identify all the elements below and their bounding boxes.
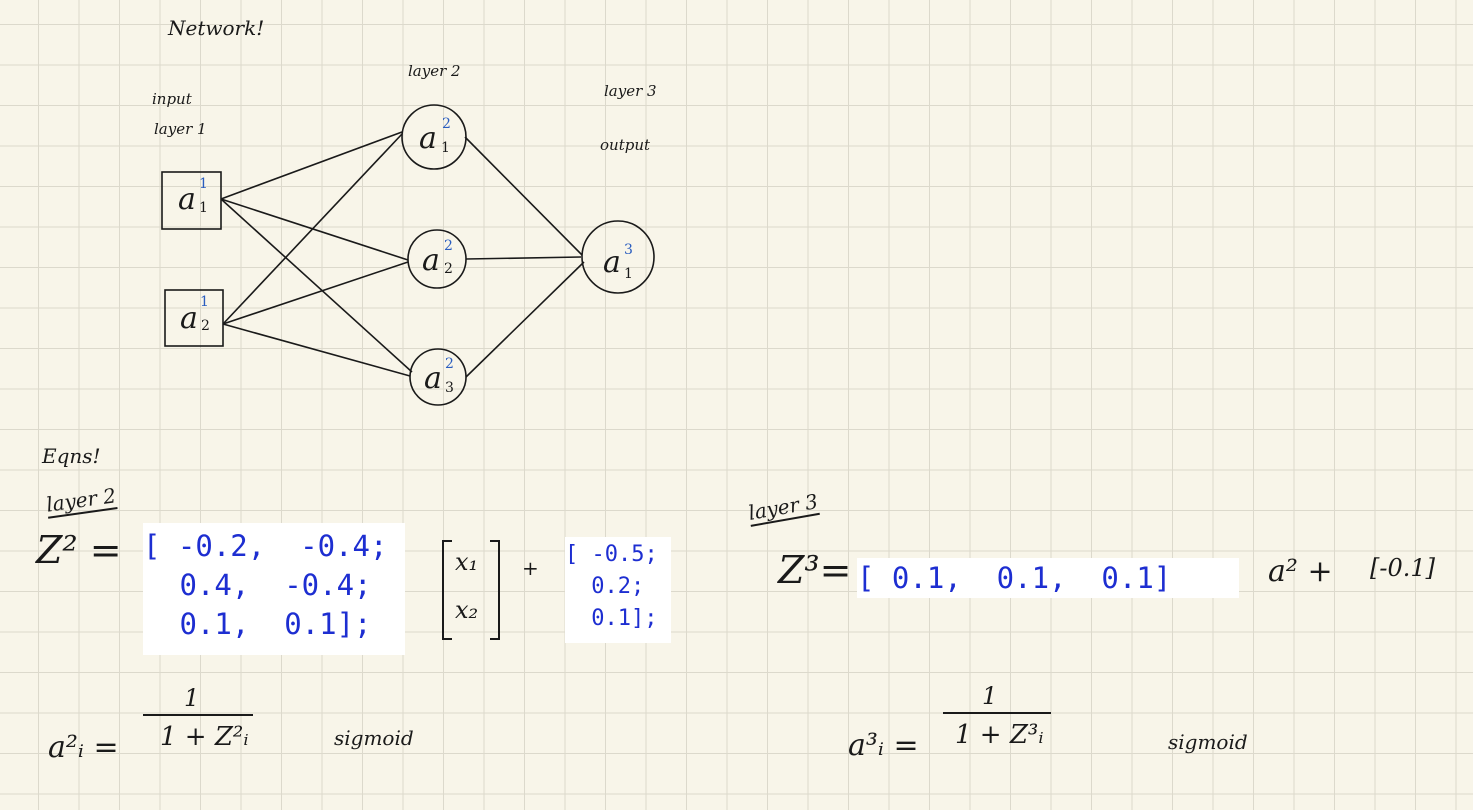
input-node-2-label: a (180, 301, 198, 336)
hidden-node-1-label: a (419, 121, 437, 156)
edge-in2-h2 (222, 261, 409, 325)
sig2-denominator: 1 + Z²ᵢ (160, 722, 249, 752)
b2-row-1: [ -0.5; (565, 542, 658, 567)
edge-in1-h1 (220, 131, 403, 200)
w3-row: [ 0.1, 0.1, 0.1] (857, 561, 1172, 595)
w2-matrix: [ -0.2, -0.4; 0.4, -0.4; 0.1, 0.1]; (143, 523, 405, 655)
hidden-node-3 (409, 348, 467, 406)
sig3-lhs: a³ᵢ = (848, 728, 919, 763)
edge-h3-out (465, 261, 585, 378)
hidden-node-3-sub: 3 (445, 380, 454, 396)
sig2-numerator: 1 (184, 684, 200, 712)
hidden-node-1 (401, 104, 467, 170)
input-node-1-sub: 1 (199, 200, 208, 216)
sig3-denominator: 1 + Z³ᵢ (955, 720, 1044, 750)
sig3-fraction-bar (943, 712, 1051, 714)
b2-vector: [ -0.5; 0.2; 0.1]; (565, 537, 671, 643)
b2-row-2: 0.2; (578, 574, 645, 599)
sig2-lhs: a²ᵢ = (48, 730, 119, 765)
hidden-node-2-label: a (422, 243, 440, 278)
w2-row-1: [ -0.2, -0.4; (143, 529, 388, 563)
sig3-numerator: 1 (982, 682, 998, 710)
output-node-label: a (603, 245, 621, 280)
input-node-2 (164, 289, 224, 347)
hidden-node-2-sub: 2 (444, 261, 453, 277)
input-node-1-sup: 1 (199, 176, 208, 192)
output-node-sup: 3 (624, 242, 633, 258)
input-node-2-sup: 1 (200, 294, 209, 310)
input-node-2-sub: 2 (201, 318, 210, 334)
edge-in1-h3 (220, 198, 413, 373)
edge-in1-h2 (220, 198, 409, 261)
sig2-fraction-bar (143, 714, 253, 716)
b2-row-3: 0.1]; (578, 606, 658, 631)
hidden-node-3-sup: 2 (445, 356, 454, 372)
layer1-label: layer 1 (154, 120, 207, 138)
layer2-label: layer 2 (408, 62, 461, 80)
x-vector-right-bracket (490, 540, 500, 640)
hidden-node-1-sub: 1 (441, 140, 450, 156)
edge-h2-out (465, 256, 582, 260)
sig3-label: sigmoid (1168, 730, 1248, 754)
output-node-sub: 1 (624, 266, 633, 282)
output-label: output (600, 136, 651, 154)
x-vector-x2: x₂ (455, 596, 479, 624)
input-node-1 (161, 171, 222, 230)
w2-row-2: 0.4, -0.4; (162, 568, 372, 602)
edge-h1-out (464, 136, 583, 256)
diagram-title: Network! (168, 16, 265, 40)
z2-lhs: Z² = (36, 528, 122, 572)
input-node-1-label: a (178, 182, 196, 217)
x-vector-left-bracket (442, 540, 452, 640)
hidden-node-1-sup: 2 (442, 116, 451, 132)
edge-in2-h1 (222, 133, 403, 325)
z3-lhs: Z³= (778, 548, 852, 592)
sig2-label: sigmoid (334, 726, 414, 750)
output-node (581, 220, 655, 294)
hidden-node-2 (407, 229, 467, 289)
hidden-node-2-sup: 2 (444, 238, 453, 254)
w3-matrix: [ 0.1, 0.1, 0.1] (857, 558, 1239, 598)
hidden-node-3-label: a (424, 361, 442, 396)
edge-in2-h3 (222, 323, 411, 377)
x-vector-x1: x₁ (455, 548, 479, 576)
plus-sign-1: + (522, 556, 539, 580)
layer3-label: layer 3 (604, 82, 657, 100)
equations-heading: Eqns! (42, 444, 101, 468)
a2-term: a² + (1268, 554, 1333, 589)
input-label: input (152, 90, 192, 108)
w2-row-3: 0.1, 0.1]; (162, 607, 372, 641)
b3-vector: [-0.1] (1370, 554, 1436, 582)
